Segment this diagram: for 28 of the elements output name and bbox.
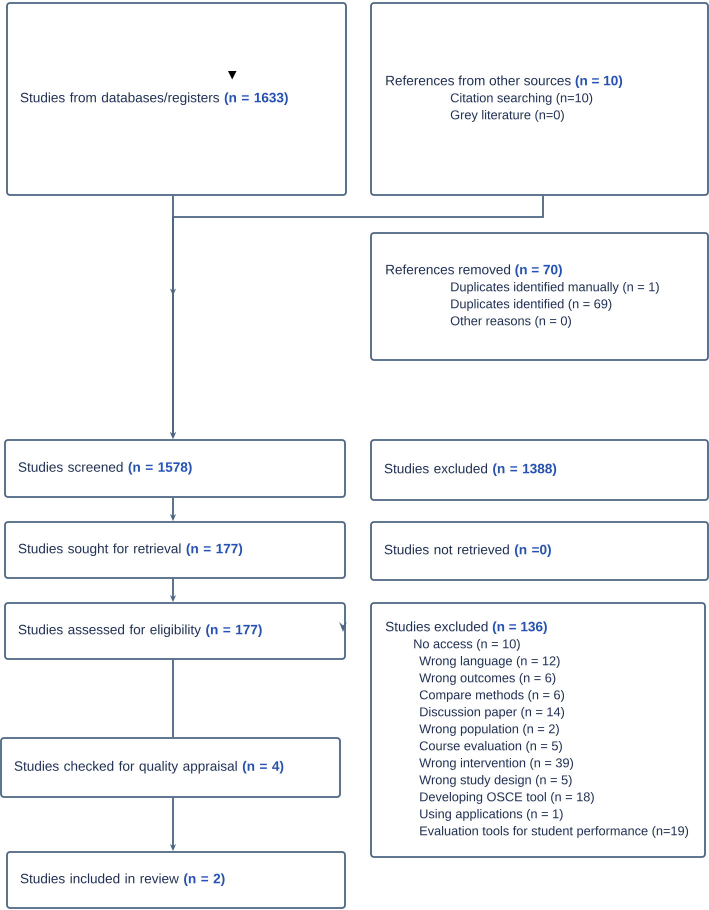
process-box: Studies excluded (n = 1388) — [370, 439, 709, 501]
list-item: Wrong population (n = 2) — [419, 724, 559, 736]
process-box: Studies included in review (n = 2) — [6, 851, 346, 909]
process-box: Studies sought for retrieval (n = 177) — [4, 521, 346, 579]
list-item: Using applications (n = 1) — [420, 809, 563, 821]
list-item: Grey literature (n=0) — [450, 110, 564, 122]
process-box: Studies screened (n = 1578) — [4, 439, 346, 498]
list-item: Wrong intervention (n = 39) — [419, 758, 574, 770]
list-item: Other reasons (n = 0) — [450, 316, 571, 328]
list-item: Duplicates identified (n = 69) — [451, 299, 612, 311]
list-item: Wrong language (n = 12) — [419, 656, 560, 668]
list-item: Compare methods (n = 6) — [420, 690, 564, 702]
list-item: Duplicates identified manually (n = 1) — [451, 282, 659, 294]
list-item: Evaluation tools for student performance (n=19) — [420, 826, 688, 838]
box-heading: References removed (n = 70) — [386, 264, 562, 278]
list-item: Course evaluation (n = 5) — [420, 741, 562, 753]
process-box: Studies not retrieved (n =0) — [370, 521, 709, 581]
list-item: Wrong outcomes (n = 6) — [419, 673, 556, 685]
process-box: Studies checked for quality appraisal (n = 4) — [0, 737, 341, 798]
list-item: Wrong study design (n = 5) — [419, 775, 572, 787]
box-heading: Studies excluded (n = 136) — [386, 621, 547, 634]
list-item: Citation searching (n=10) — [450, 93, 592, 105]
list-item: Developing OSCE tool (n = 18) — [420, 792, 594, 804]
list-item: Discussion paper (n = 14) — [420, 707, 564, 719]
process-box: Studies assessed for eligibility (n = 177) — [4, 602, 346, 660]
box-heading: References from other sources (n = 10) — [386, 75, 622, 88]
process-box: Studies from databases/registers (n = 1633) — [6, 2, 347, 196]
list-item: No access (n = 10) — [414, 639, 520, 651]
